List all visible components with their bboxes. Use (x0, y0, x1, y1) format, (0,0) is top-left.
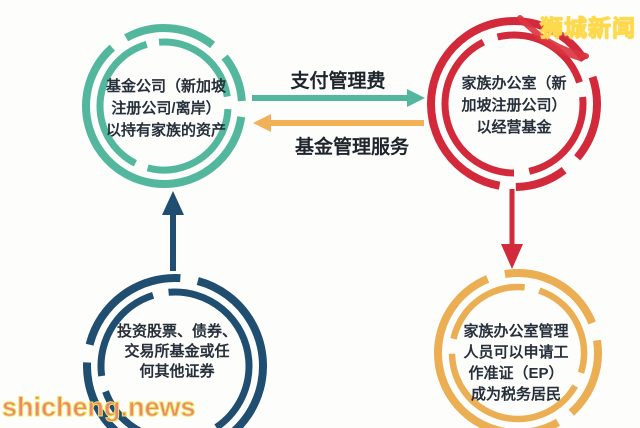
employment-pass-line: 成为税务居民 (470, 386, 561, 403)
fund-company-line: 注册公司/离岸） (111, 100, 221, 117)
employment-pass-line: 家族办公室管理 (463, 323, 569, 340)
family-office-label: 家族办公室（新 加坡注册公司） 以经营基金 (432, 73, 596, 139)
investments-up-arrow (162, 191, 184, 271)
family-office-line: 家族办公室（新 (461, 75, 567, 92)
employment-pass-line: 作准证（EP） (468, 365, 564, 382)
fund-service-arrow (253, 114, 424, 132)
shicheng-logo-watermark: 狮城新闻 (540, 15, 636, 42)
pay-fee-arrow (252, 89, 425, 107)
fund-company-label: 基金公司（新加坡 注册公司/离岸） 以持有家族的资产 (84, 76, 248, 142)
investments-line: 交易所基金或任 (124, 343, 230, 360)
logo-swoosh (517, 15, 589, 61)
fund-company-line: 以持有家族的资产 (105, 122, 226, 139)
family-office-line: 以经营基金 (476, 119, 552, 136)
employment-pass-label: 家族办公室管理 人员可以申请工 作准证（EP） 成为税务居民 (430, 321, 602, 405)
shicheng-site-watermark: shicheng.news (2, 392, 197, 423)
investments-line: 何其他证券 (139, 363, 215, 380)
employment-pass-line: 人员可以申请工 (463, 344, 569, 361)
fund-service-label: 基金管理服务 (294, 137, 409, 158)
investments-line: 投资股票、债券、 (116, 323, 237, 340)
investments-circle (83, 274, 267, 428)
fund-company-circle (82, 24, 246, 188)
ep-down-arrow (501, 189, 523, 269)
investments-label: 投资股票、债券、 交易所基金或任 何其他证券 (92, 322, 262, 382)
employment-pass-circle (434, 269, 602, 428)
fund-company-line: 基金公司（新加坡 (105, 78, 226, 95)
pay-fee-label: 支付管理费 (290, 71, 386, 92)
family-office-line: 加坡注册公司） (461, 97, 567, 114)
